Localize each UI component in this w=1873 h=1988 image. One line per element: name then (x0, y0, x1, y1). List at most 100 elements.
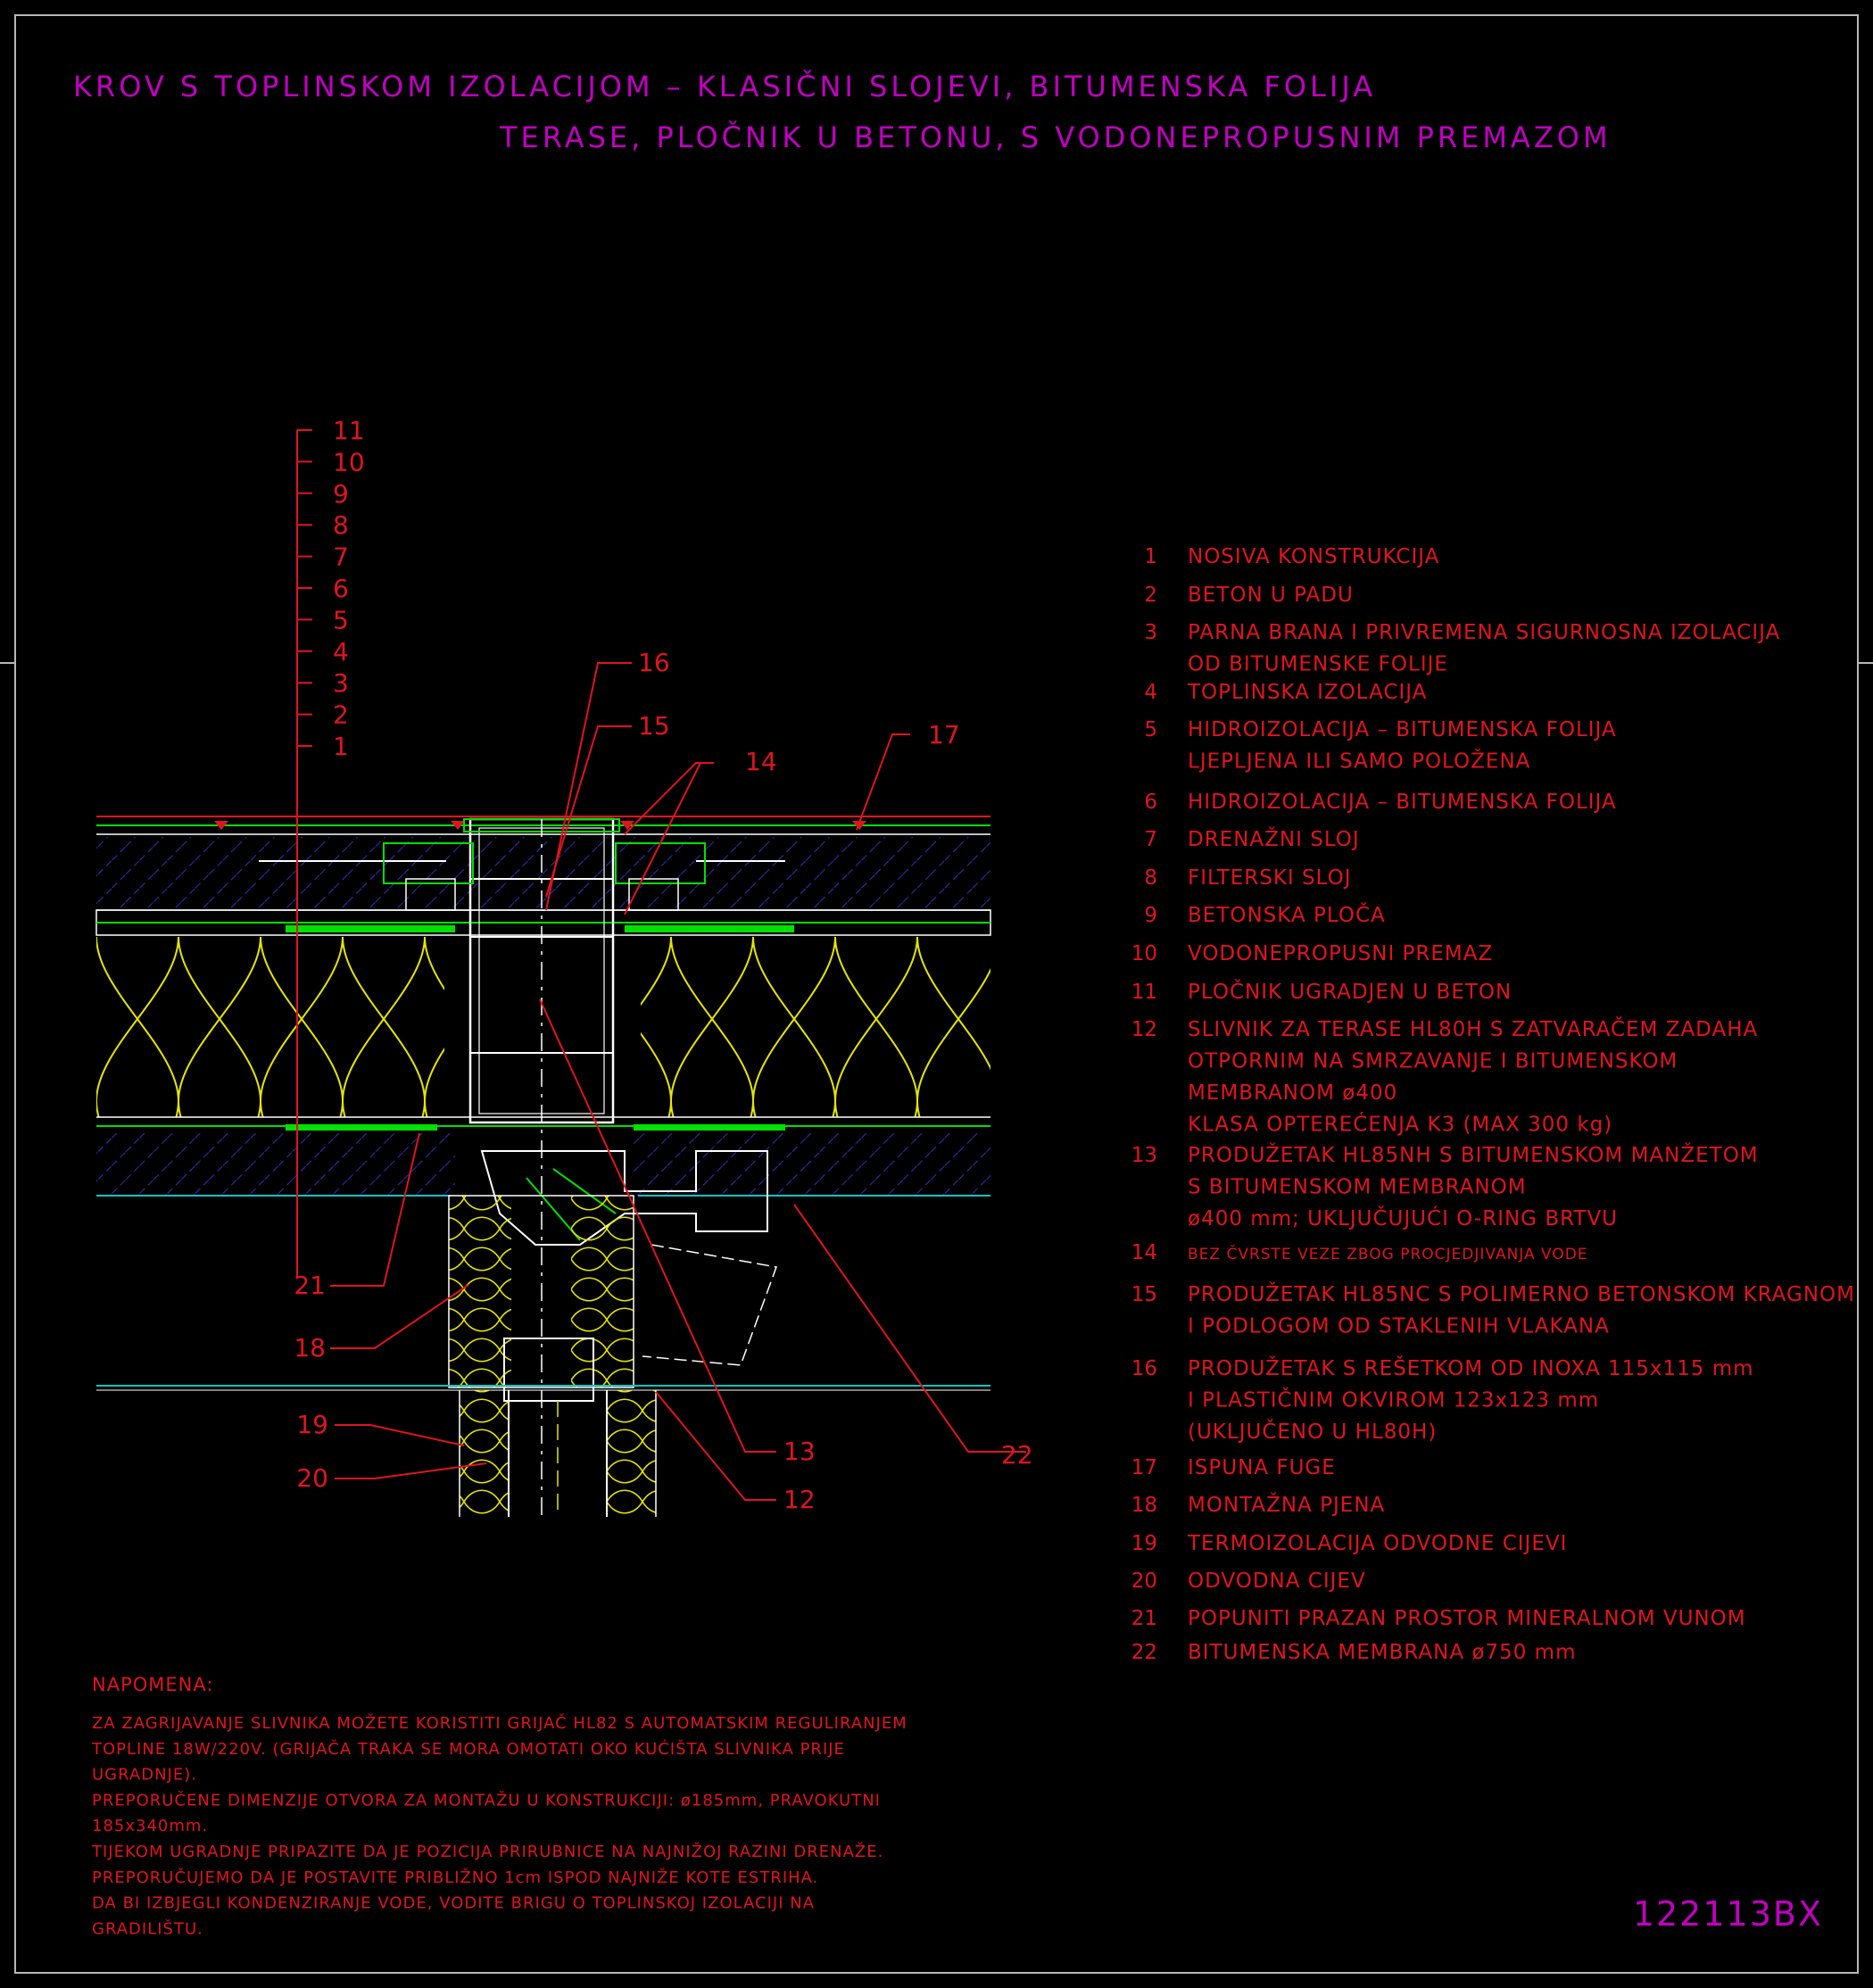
title-line-2: TERASE, PLOČNIK U BETONU, S VODONEPROPUS… (499, 120, 1612, 154)
legend-text: NOSIVA KONSTRUKCIJA (1188, 545, 1439, 568)
scale-tick-label: 7 (333, 543, 349, 572)
legend-number: 3 (1144, 621, 1157, 644)
leader-label-21: 21 (294, 1271, 326, 1300)
legend-text: VODONEPROPUSNI PREMAZ (1188, 942, 1493, 965)
legend-number: 6 (1144, 791, 1157, 814)
scale-tick-label: 8 (333, 510, 349, 540)
scale-tick-label: 3 (333, 668, 349, 698)
legend-text: BEZ ČVRSTE VEZE ZBOG PROCJEDJIVANJA VODE (1188, 1244, 1588, 1263)
scale-tick-label: 10 (333, 447, 365, 476)
leader-label-16: 16 (638, 648, 670, 677)
leader-label-12: 12 (783, 1485, 816, 1514)
leader-label-13: 13 (783, 1437, 816, 1466)
legend-item-19: 19 TERMOIZOLACIJA ODVODNE CIJEVI (1131, 1532, 1567, 1555)
legend-text: OD BITUMENSKE FOLIJE (1188, 653, 1448, 676)
legend-item-12: 12 SLIVNIK ZA TERASE HL80H S ZATVARAČEM Z… (1131, 1016, 1758, 1137)
leader-label-18: 18 (294, 1333, 326, 1363)
scale-tick-label: 2 (333, 700, 349, 730)
legend-number: 11 (1131, 981, 1157, 1004)
legend-text: BITUMENSKA MEMBRANA ø750 mm (1188, 1641, 1576, 1664)
legend-text: I PLASTIČNIM OKVIROM 123x123 mm (1188, 1387, 1599, 1412)
legend-item-16: 16 PRODUŽETAK S REŠETKOM OD INOXA 115x115… (1131, 1355, 1754, 1444)
legend-text: PLOČNIK UGRADJEN U BETON (1188, 979, 1512, 1004)
legend-text: LJEPLJENA ILI SAMO POLOŽENA (1188, 749, 1530, 774)
legend-number: 19 (1131, 1532, 1157, 1555)
legend-number: 4 (1144, 681, 1157, 704)
legend-number: 2 (1144, 584, 1157, 607)
scale-tick-label: 9 (333, 479, 349, 509)
legend-number: 7 (1144, 828, 1157, 851)
legend-number: 18 (1131, 1494, 1157, 1517)
legend-number: 20 (1131, 1570, 1157, 1593)
legend-text: PRODUŽETAK S REŠETKOM OD INOXA 115x115 m… (1188, 1355, 1754, 1380)
legend-text: OTPORNIM NA SMRZAVANJE I BITUMENSKOM (1188, 1050, 1678, 1073)
legend-text: FILTERSKI SLOJ (1188, 866, 1351, 890)
legend-item-2: 2 BETON U PADU (1144, 584, 1354, 607)
legend-text: POPUNITI PRAZAN PROSTOR MINERALNOM VUNOM (1188, 1607, 1746, 1630)
legend-number: 14 (1131, 1241, 1157, 1264)
legend-number: 10 (1131, 942, 1157, 965)
leader-label-15: 15 (638, 711, 670, 741)
note-line: TOPLINE 18W/220V. (GRIJAČA TRAKA SE MORA… (91, 1739, 845, 1759)
note-line: 185x340mm. (92, 1817, 208, 1835)
legend-item-4: 4 TOPLINSKA IZOLACIJA (1144, 681, 1427, 704)
title-line-1: KROV S TOPLINSKOM IZOLACIJOM – KLASIČNI … (73, 69, 1376, 104)
legend-number: 22 (1131, 1641, 1157, 1664)
legend-text: BETONSKA PLOČA (1188, 902, 1386, 927)
scale-tick-label: 4 (333, 637, 349, 667)
note-line: DA BI IZBJEGLI KONDENZIRANJE VODE, VODIT… (92, 1894, 815, 1913)
leader-label-22: 22 (1001, 1440, 1033, 1470)
legend-text: TOPLINSKA IZOLACIJA (1187, 681, 1427, 704)
legend-text: SLIVNIK ZA TERASE HL80H S ZATVARAČEM ZAD… (1188, 1016, 1758, 1041)
leader-label-17: 17 (928, 720, 960, 750)
legend-item-10: 10 VODONEPROPUSNI PREMAZ (1131, 942, 1493, 965)
legend-text: I PODLOGOM OD STAKLENIH VLAKANA (1188, 1315, 1610, 1338)
leader-label-20: 20 (296, 1463, 328, 1493)
note-block: NAPOMENA: ZA ZAGRIJAVANJE SLIVNIKA MOŽET… (91, 1674, 907, 1938)
legend-number: 17 (1131, 1456, 1157, 1479)
legend-number: 5 (1144, 718, 1157, 741)
legend-number: 8 (1144, 866, 1157, 890)
scale-tick-label: 11 (333, 416, 365, 445)
legend-item-7: 7 DRENAŽNI SLOJ (1144, 826, 1360, 851)
leader-label-14: 14 (745, 747, 777, 776)
legend-text: ISPUNA FUGE (1188, 1456, 1336, 1479)
legend-item-18: 18 MONTAŽNA PJENA (1131, 1492, 1385, 1517)
legend-item-22: 22 BITUMENSKA MEMBRANA ø750 mm (1131, 1641, 1576, 1664)
legend-item-14: 14 BEZ ČVRSTE VEZE ZBOG PROCJEDJIVANJA VO… (1131, 1241, 1588, 1264)
legend-item-11: 11 PLOČNIK UGRADJEN U BETON (1131, 979, 1512, 1004)
drawing-frame (14, 14, 1859, 1974)
leader-lines (330, 662, 1026, 1501)
roof-section-drawing (95, 816, 991, 1517)
legend-text: DRENAŽNI SLOJ (1188, 826, 1360, 851)
scale-tick-label: 1 (333, 732, 349, 761)
note-heading: NAPOMENA: (92, 1674, 213, 1695)
legend-text: BETON U PADU (1188, 584, 1354, 607)
scale-tick-label: 6 (333, 574, 349, 603)
legend-number: 16 (1131, 1357, 1157, 1380)
legend-text: MONTAŽNA PJENA (1188, 1492, 1385, 1517)
scale-tick-label: 5 (333, 605, 349, 634)
legend-text: KLASA OPTEREĆENJA K3 (MAX 300 kg) (1188, 1112, 1612, 1137)
legend-item-17: 17 ISPUNA FUGE (1131, 1456, 1336, 1479)
note-line: ZA ZAGRIJAVANJE SLIVNIKA MOŽETE KORISTIT… (92, 1713, 907, 1733)
legend-number: 9 (1144, 904, 1157, 927)
legend-text: (UKLJUČENO U HL80H) (1188, 1419, 1437, 1444)
legend-text: TERMOIZOLACIJA ODVODNE CIJEVI (1187, 1532, 1567, 1555)
legend-text: ODVODNA CIJEV (1188, 1570, 1366, 1593)
leader-label-19: 19 (296, 1410, 328, 1439)
legend-item-8: 8 FILTERSKI SLOJ (1144, 866, 1351, 890)
legend-text: HIDROIZOLACIJA – BITUMENSKA FOLIJA (1188, 718, 1617, 741)
legend-number: 12 (1131, 1018, 1157, 1041)
legend-number: 13 (1131, 1144, 1157, 1167)
note-line: PREPORUČUJEMO DA JE POSTAVITE PRIBLIŽNO … (92, 1868, 818, 1887)
legend-text: S BITUMENSKOM MEMBRANOM (1188, 1176, 1527, 1199)
